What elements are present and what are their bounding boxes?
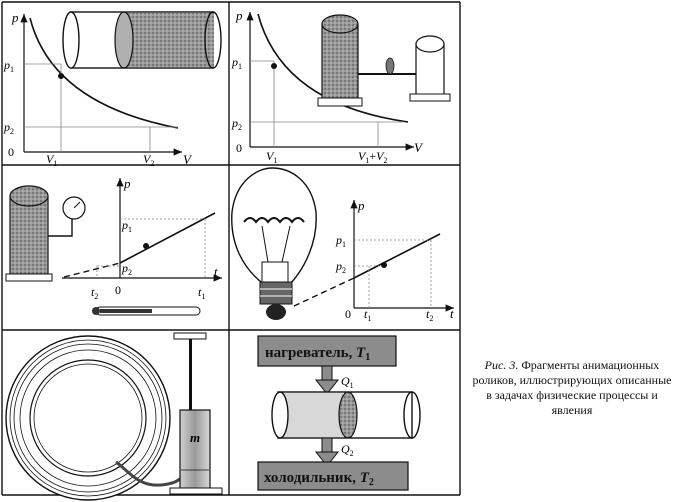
caption-text: Фрагменты анимационных роликов, иллюстри… [472,358,672,417]
axis-label-p: p [11,10,19,25]
label-origin: 0 [345,307,351,321]
panel-isothermal-expansion: p V p1 p2 0 V1 V2 [3,10,222,168]
label-origin: 0 [236,141,242,155]
axis-label-t: t [214,264,218,279]
axis-label-p: p [235,8,243,23]
isotherm-curve [257,13,409,123]
label-mass: m [190,430,200,445]
state-point [381,262,387,268]
label-p1: p1 [3,58,14,74]
label-p1: p1 [231,55,242,71]
label-q1: Q1 [341,374,354,390]
isotherm-curve [29,17,179,129]
panel-heat-engine: нагреватель, T1 Q1 Q2 холодильник, T2 [257,335,421,491]
label-origin: 0 [115,283,121,297]
cylinder-icon [62,11,222,69]
axis-label-t: t [450,306,454,321]
thermometer-icon [92,306,201,316]
label-t2: t2 [426,307,433,323]
label-p2: p2 [231,116,242,132]
cooler-box: холодильник, T2 [257,461,409,491]
panel-vessel-expansion: p V p1 p2 0 V1 V1+V2 [231,8,451,165]
heat-arrow-q1 [314,365,340,395]
panel-tire-pump: m [5,332,223,501]
axis-label-v: V [183,152,193,167]
tire-icon [5,335,171,501]
panel-light-bulb: p t p1 p2 0 t1 t2 [231,167,454,323]
label-t2: t2 [91,285,98,301]
axis-label-p: p [357,198,365,213]
state-point [271,63,277,69]
axis-label-p: p [123,176,131,191]
label-t1: t1 [198,285,205,301]
panel-isochoric-vessel: p t p1 p2 t2 0 t1 [5,176,222,316]
label-v1: V1 [266,149,277,165]
two-vessels-icon [317,14,451,107]
state-point [143,243,149,249]
label-p1: p1 [121,218,132,234]
label-v1: V1 [46,152,57,168]
engine-cylinder-icon [271,391,421,439]
label-p2: p2 [335,259,346,275]
label-q2: Q2 [341,442,354,458]
label-t1: t1 [364,307,371,323]
figure-caption: Рис. 3. Фрагменты анимационных роликов, … [472,358,672,418]
caption-lead: Рис. 3. [484,358,519,372]
label-origin: 0 [8,145,14,159]
label-v1-plus-v2: V1+V2 [358,149,387,165]
label-v2: V2 [143,152,154,168]
heat-arrow-q2 [314,437,340,467]
label-p2: p2 [3,120,14,136]
label-p2: p2 [121,261,132,277]
heater-box: нагреватель, T1 [257,335,397,367]
cooler-label: холодильник, T2 [264,470,374,488]
vessel-with-gauge-icon [5,185,86,282]
state-point [58,73,64,79]
light-bulb-icon [231,167,317,320]
label-p1: p1 [335,233,346,249]
pump-icon [169,332,223,495]
axis-label-v: V [414,140,424,155]
heater-label: нагреватель, T1 [265,345,370,363]
